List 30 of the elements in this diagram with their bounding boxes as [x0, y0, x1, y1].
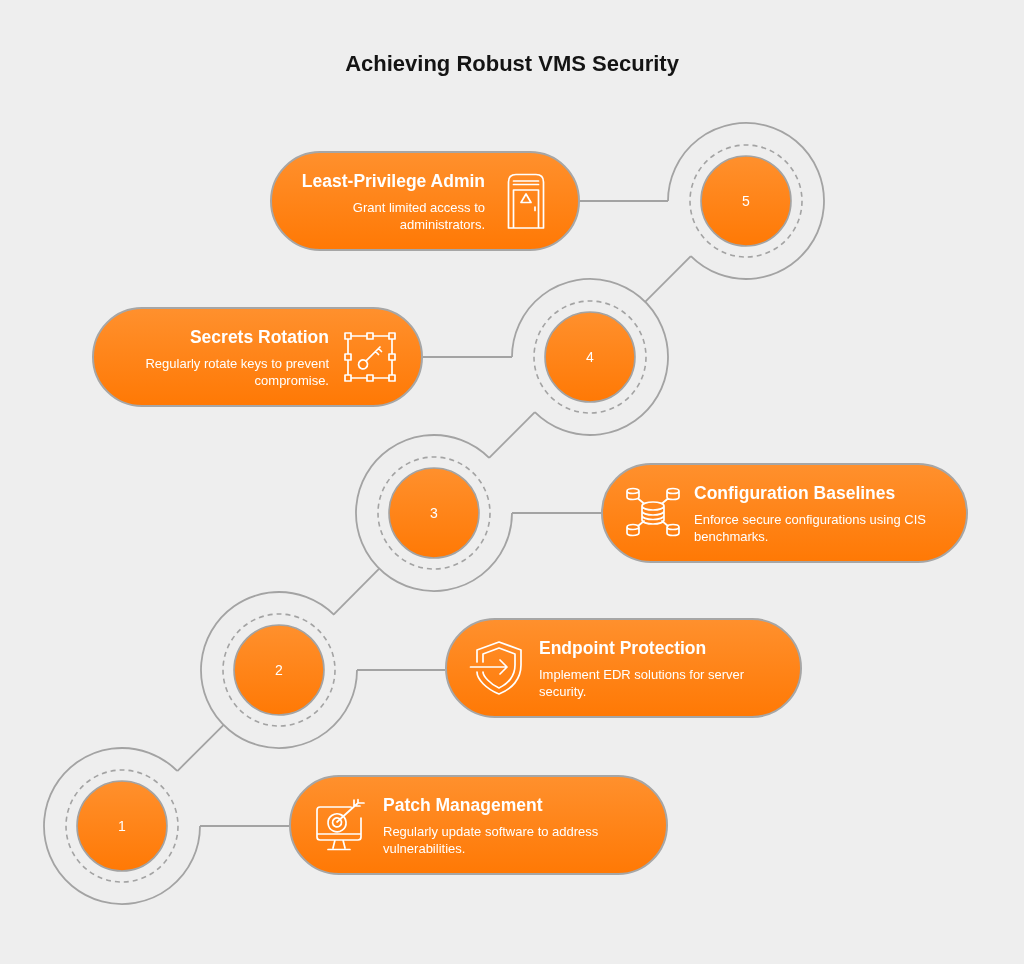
step-title: Patch Management	[383, 793, 543, 816]
step-title: Least-Privilege Admin	[301, 169, 485, 192]
step-description: Grant limited access to administrators.	[351, 198, 485, 233]
numbered-circle	[354, 433, 514, 593]
connector-line	[644, 255, 692, 303]
connector-line	[176, 724, 225, 772]
connector-line	[199, 825, 290, 827]
connector-line	[579, 200, 669, 202]
step-description: Enforce secure configurations using CIS benchmarks.	[694, 510, 927, 545]
connector-line	[332, 567, 381, 616]
step-number: 3	[430, 505, 438, 521]
numbered-circle	[199, 590, 359, 750]
step-description: Regularly rotate keys to prevent compromise.	[144, 354, 329, 389]
numbered-circle	[666, 121, 826, 281]
connector-line	[422, 356, 513, 358]
step-number: 4	[586, 349, 594, 365]
numbered-circle	[42, 746, 202, 906]
diagram-title: Achieving Robust VMS Security	[345, 51, 679, 77]
step-description: Implement EDR solutions for server security.	[539, 665, 746, 700]
step-title: Configuration Baselines	[694, 481, 896, 504]
step-title: Endpoint Protection	[539, 636, 707, 659]
connector-line	[356, 669, 446, 671]
connector-line	[488, 411, 536, 459]
connector-line	[511, 512, 602, 514]
step-number: 1	[118, 818, 126, 834]
step-title: Secrets Rotation	[189, 325, 329, 348]
step-description: Regularly update software to address vulnerabilities.	[383, 822, 600, 857]
step-number: 2	[275, 662, 283, 678]
numbered-circle	[510, 277, 670, 437]
step-number: 5	[742, 193, 750, 209]
